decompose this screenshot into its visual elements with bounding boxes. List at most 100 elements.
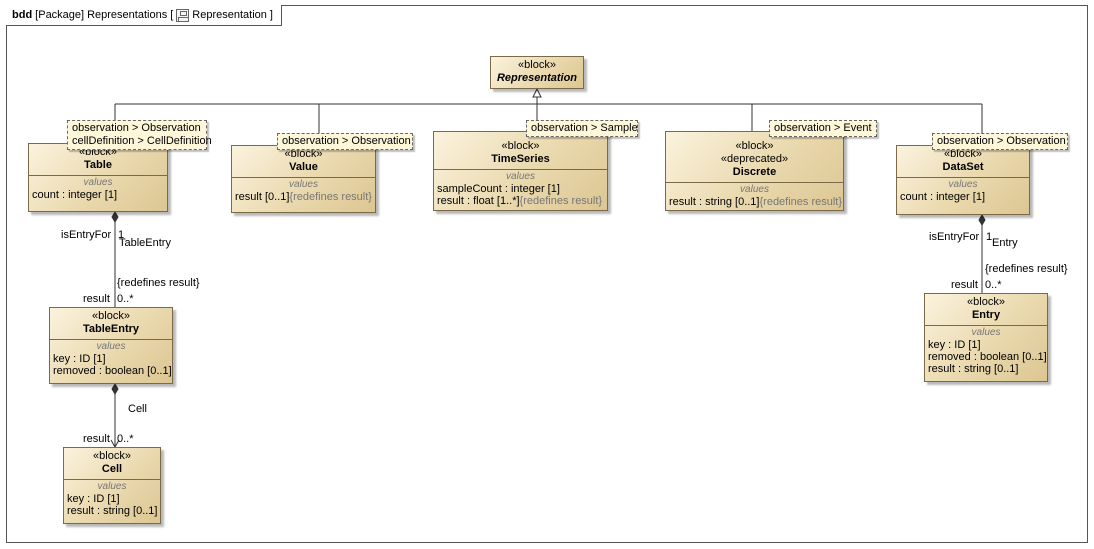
values-compartment: values count : integer [1] xyxy=(29,175,167,203)
association-constraint: {redefines result} xyxy=(117,277,200,289)
note-line: cellDefinition > CellDefinition xyxy=(72,135,212,147)
values-compartment: values result [0..1]{redefines result} xyxy=(232,177,375,205)
compartment-title: values xyxy=(948,179,978,190)
compartment-title: values xyxy=(506,171,535,182)
attribute[interactable]: key : ID [1] xyxy=(67,493,120,505)
note-line: observation > Observation xyxy=(937,135,1066,147)
attribute[interactable]: result : string [0..1] xyxy=(928,363,1019,375)
association-dataset-entry[interactable] xyxy=(978,214,986,293)
block-stereotype: «block» xyxy=(967,296,1005,308)
values-compartment: values key : ID [1] result : string [0..… xyxy=(64,479,160,519)
compartment-title: values xyxy=(96,341,126,352)
attribute-text: result [0..1] xyxy=(235,191,290,203)
block-value[interactable]: «block» Value values result [0..1]{redef… xyxy=(231,145,376,213)
diagram-package-name: Representations xyxy=(87,9,168,21)
association-target-multiplicity: 0..* xyxy=(985,279,1002,291)
block-name: Representation xyxy=(496,72,578,84)
block-dataset[interactable]: «block» DataSet values count : integer [… xyxy=(896,145,1030,215)
diagram-name: Representation xyxy=(192,9,267,21)
compartment-title: values xyxy=(971,327,1001,338)
attribute[interactable]: removed : boolean [0..1] xyxy=(928,351,1047,363)
association-name: Entry xyxy=(992,237,1018,249)
block-cell[interactable]: «block» Cell values key : ID [1] result … xyxy=(63,447,161,524)
attribute[interactable]: key : ID [1] xyxy=(928,339,981,351)
block-representation[interactable]: «block» Representation xyxy=(490,56,584,89)
block-timeseries[interactable]: «block» TimeSeries values sampleCount : … xyxy=(433,131,608,211)
timeseries-redefinition-note[interactable]: observation > Sample xyxy=(526,120,638,137)
diagram-frame xyxy=(6,5,1088,543)
attribute-redefinition: {redefines result} xyxy=(289,191,372,203)
values-compartment: values key : ID [1] removed : boolean [0… xyxy=(925,325,1047,377)
block-name: Entry xyxy=(971,309,1001,321)
association-source-multiplicity: 1 xyxy=(118,229,125,241)
block-name: Table xyxy=(84,159,112,171)
compartment-title: values xyxy=(289,179,318,190)
dataset-redefinition-note[interactable]: observation > Observation xyxy=(932,133,1068,150)
generalization-tree[interactable] xyxy=(114,87,983,145)
compartment-title: values xyxy=(97,481,127,492)
table-redefinition-note[interactable]: observation > Observation cellDefinition… xyxy=(67,120,212,150)
composition-diamond-icon xyxy=(978,214,986,226)
attribute[interactable]: key : ID [1] xyxy=(53,353,106,365)
compartment-title: values xyxy=(740,184,769,195)
block-name: Cell xyxy=(101,463,123,475)
diagram-element-type: [Package] xyxy=(35,9,85,21)
block-stereotype-deprecated: «deprecated» xyxy=(720,153,789,165)
block-stereotype: «block» xyxy=(93,450,131,462)
attribute[interactable]: result [0..1]{redefines result} xyxy=(235,191,372,203)
association-source-role: isEntryFor xyxy=(61,229,112,241)
block-discrete[interactable]: «block» «deprecated» Discrete values res… xyxy=(665,131,844,211)
note-line: observation > Observation xyxy=(282,135,411,147)
attribute[interactable]: count : integer [1] xyxy=(32,189,117,201)
value-redefinition-note[interactable]: observation > Observation xyxy=(277,133,413,150)
block-name: TimeSeries xyxy=(491,153,550,165)
block-stereotype: «block» xyxy=(735,140,774,152)
attribute[interactable]: result : string [0..1] xyxy=(67,505,158,517)
attribute[interactable]: result : float [1..*]{redefines result} xyxy=(437,195,604,207)
attribute-text: result : float [1..*] xyxy=(437,195,520,207)
block-name: Discrete xyxy=(732,166,777,178)
compartment-title: values xyxy=(83,177,113,188)
block-name: TableEntry xyxy=(82,323,140,335)
association-source-role: isEntryFor xyxy=(929,231,980,243)
association-target-multiplicity: 0..* xyxy=(117,293,134,305)
bracket-open: [ xyxy=(170,9,174,21)
block-table[interactable]: «block» Table values count : integer [1] xyxy=(28,143,168,212)
note-line: observation > Event xyxy=(774,122,872,134)
values-compartment: values result : string [0..1]{redefines … xyxy=(666,182,843,210)
association-target-role: result xyxy=(951,279,978,291)
hollow-triangle-arrowhead xyxy=(532,87,542,98)
attribute[interactable]: result : string [0..1]{redefines result} xyxy=(669,196,843,208)
diagram-frame-header[interactable]: bdd [Package] Representations [ Represen… xyxy=(6,5,282,26)
values-compartment: values sampleCount : integer [1] result … xyxy=(434,169,607,209)
attribute-text: result : string [0..1] xyxy=(669,196,760,208)
attribute-redefinition: {redefines result} xyxy=(759,196,843,208)
block-name: DataSet xyxy=(942,161,984,173)
association-target-role: result xyxy=(83,293,110,305)
discrete-redefinition-note[interactable]: observation > Event xyxy=(769,120,877,137)
block-stereotype: «block» xyxy=(284,148,323,160)
block-stereotype: «block» xyxy=(501,140,540,152)
block-name: Value xyxy=(289,161,318,173)
values-compartment: values count : integer [1] xyxy=(897,177,1029,205)
attribute[interactable]: sampleCount : integer [1] xyxy=(437,183,560,195)
association-name: Cell xyxy=(128,403,147,415)
diagram-kind: bdd xyxy=(12,9,33,21)
block-stereotype: «block» xyxy=(518,59,556,71)
attribute[interactable]: count : integer [1] xyxy=(900,191,985,203)
note-line: observation > Observation xyxy=(72,122,201,134)
association-source-multiplicity: 1 xyxy=(986,231,993,243)
bracket-close: ] xyxy=(269,9,273,21)
block-tableentry[interactable]: «block» TableEntry values key : ID [1] r… xyxy=(49,307,173,384)
association-table-tableentry[interactable] xyxy=(111,211,119,307)
association-target-role: result xyxy=(83,433,110,445)
association-name: TableEntry xyxy=(119,237,171,249)
block-stereotype: «block» xyxy=(944,148,982,160)
attribute[interactable]: removed : boolean [0..1] xyxy=(53,365,172,377)
note-line: observation > Sample xyxy=(531,122,638,134)
block-stereotype: «block» xyxy=(92,310,130,322)
association-constraint: {redefines result} xyxy=(985,263,1068,275)
block-entry[interactable]: «block» Entry values key : ID [1] remove… xyxy=(924,293,1048,382)
composition-diamond-icon xyxy=(111,211,119,223)
